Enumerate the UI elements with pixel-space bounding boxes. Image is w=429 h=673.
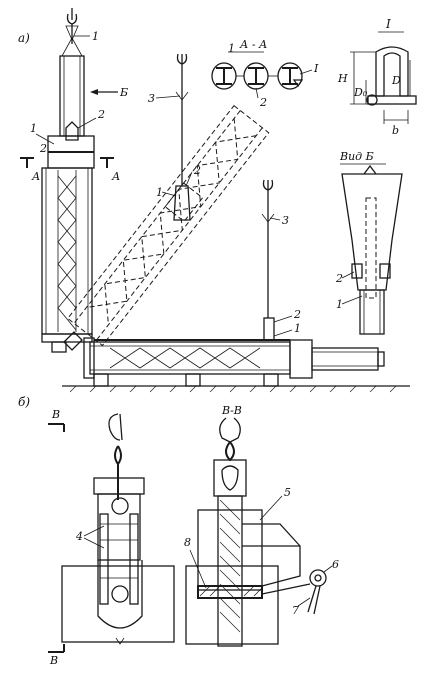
detail-i-shackle [350, 46, 417, 124]
section-a-a-title: А - А [239, 38, 267, 51]
vertical-column [20, 8, 118, 353]
detail-i-callout: I [313, 62, 319, 75]
grip-front-view [61, 413, 175, 645]
detail-i-title: I [385, 17, 391, 31]
section-b-b-title: В-В [221, 404, 242, 417]
callout-2-aa: 2 [259, 96, 267, 109]
cut-b-top-label: В [51, 408, 60, 421]
cut-a-right-label: А [111, 170, 120, 183]
callout-1-aa: 1 [228, 42, 235, 55]
callout-1-top: 1 [92, 30, 99, 43]
callout-2-vb: 2 [335, 272, 343, 285]
part-a-label: а) [18, 31, 30, 45]
callout-2-incl: 2 [193, 164, 201, 177]
view-b-title: Вид Б [339, 150, 374, 163]
callout-4: 4 [75, 530, 83, 543]
callout-8: 8 [184, 536, 191, 549]
arrow-b-label: Б [119, 86, 128, 99]
dim-d: D [391, 74, 401, 87]
dim-d0: D₀ [353, 86, 368, 99]
callout-5: 5 [284, 486, 291, 499]
callout-2-top: 2 [97, 108, 105, 121]
cut-b-bottom-label: В [49, 654, 58, 667]
callout-6: 6 [332, 558, 339, 571]
callout-3-horiz: 3 [282, 214, 289, 227]
callout-2-left: 2 [39, 142, 47, 155]
section-a-a [211, 51, 304, 90]
callout-3-incl: 3 [148, 92, 155, 105]
callout-1-vb: 1 [336, 298, 343, 311]
grip-section-b-b [185, 417, 327, 647]
dim-h: Н [337, 72, 348, 85]
dim-b: b [392, 124, 399, 137]
callout-1-left: 1 [30, 122, 37, 135]
callout-2-horiz: 2 [293, 308, 301, 321]
cut-a-left-label: А [31, 170, 40, 183]
part-b-label: б) [18, 395, 30, 409]
callout-7: 7 [292, 604, 299, 617]
callout-1-horiz: 1 [294, 322, 301, 335]
inclined-column [63, 53, 270, 351]
horizontal-column [62, 179, 410, 393]
view-b [341, 164, 403, 335]
callout-1-incl: 1 [156, 186, 163, 199]
